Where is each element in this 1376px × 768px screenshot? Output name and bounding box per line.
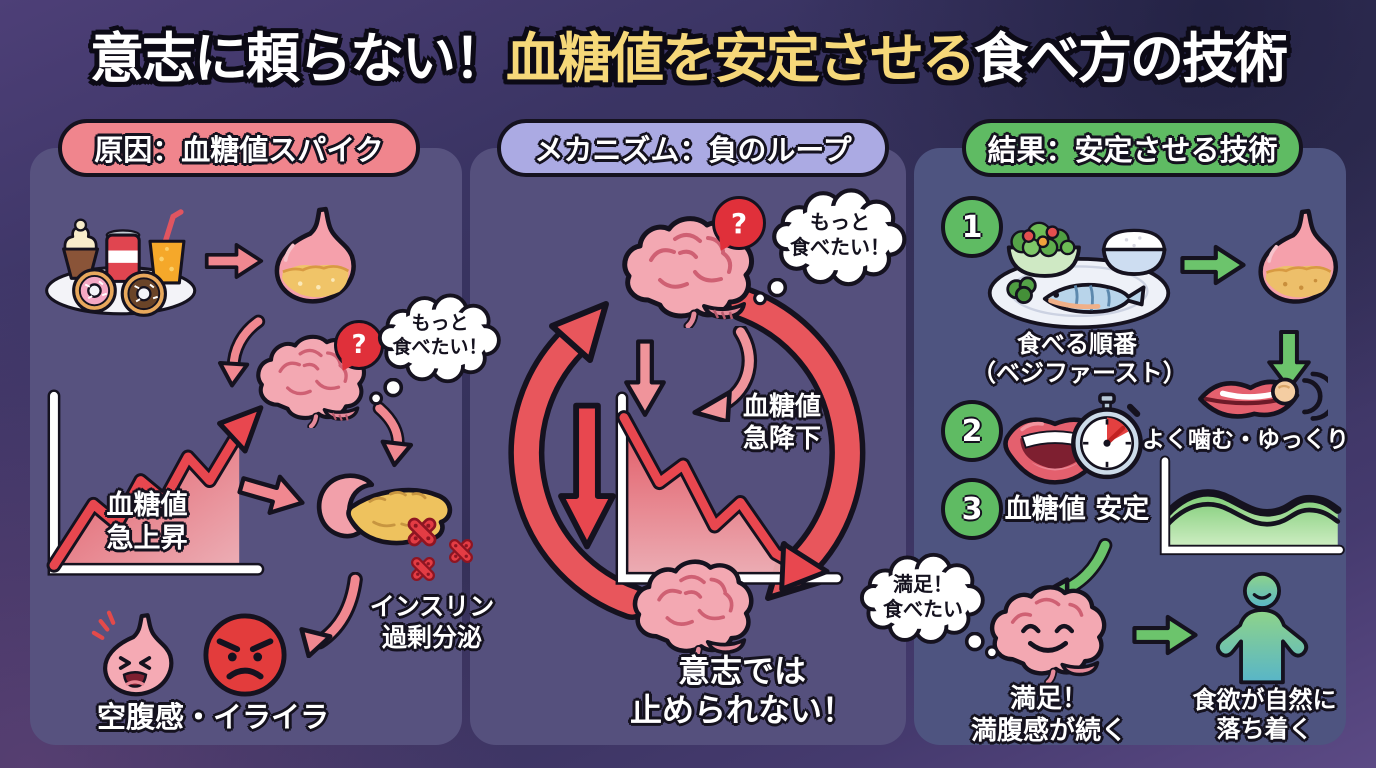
- step-number: 2: [961, 413, 983, 449]
- arrow-brain-to-person-icon: [1130, 610, 1200, 660]
- thought-bubble-result: [858, 550, 988, 648]
- thought-bubble-cause: [376, 292, 504, 386]
- mechanism-header-pill: メカニズム：負のループ: [497, 119, 889, 177]
- mechanism-header-label: メカニズム：負のループ: [534, 133, 852, 167]
- step-number: 1: [961, 209, 983, 245]
- page-title: 意志に頼らない！血糖値を安定させる食べ方の技術: [0, 14, 1376, 93]
- thought-trail-dots: [964, 632, 1000, 660]
- arrow-chart-to-pancreas-icon: [230, 459, 314, 529]
- thought-bubble-result-text: 満足！ 食べたい: [883, 572, 963, 621]
- calm-label: 食欲が自然に 落ち着く: [1192, 686, 1337, 744]
- thought-bubble-mechanism: [770, 186, 910, 290]
- step1-label: 食べる順番 （ベジファースト）: [972, 330, 1187, 388]
- stopwatch-icon: [1068, 392, 1146, 482]
- mechanism-conclusion-label: 意志では 止められない！: [629, 652, 854, 730]
- title-pre: 意志に頼らない！: [90, 27, 508, 90]
- step2-label: よく噛む・ゆっくり: [1142, 427, 1349, 453]
- arrow-hook-down-icon: [680, 326, 768, 422]
- hunger-label: 空腹感・イライラ: [96, 700, 329, 734]
- hungry-stomach-icon: [88, 606, 182, 710]
- falling-blood-sugar-chart: [598, 388, 854, 600]
- sweets-plate-icon: [42, 200, 204, 318]
- thought-bubble-mechanism-text: もっと 食べたい！: [790, 210, 890, 259]
- arrow-food-to-stomach-icon: [203, 238, 265, 284]
- insulin-label: インスリン 過剰分泌: [369, 592, 495, 652]
- arrow-plate-to-stomach-icon: [1178, 240, 1248, 290]
- chewing-mouth-icon: [1188, 360, 1328, 438]
- person-icon: [1208, 570, 1316, 688]
- healthy-plate-icon: [984, 198, 1174, 333]
- arrow-stomach-to-brain-icon: [212, 312, 268, 390]
- insulin-x-icon: [404, 514, 440, 550]
- angry-face-icon: [202, 612, 288, 698]
- question-badge: ?: [712, 196, 766, 250]
- step-badge-3: 3: [941, 478, 1003, 540]
- result-header-label: 結果：安定させる技術: [987, 133, 1278, 167]
- happy-brain-icon: [986, 578, 1110, 684]
- question-mark: ?: [730, 206, 748, 240]
- insulin-x-icon: [408, 554, 438, 584]
- arrow-brain-to-pancreas-icon: [366, 402, 416, 468]
- rise-chart-label: 血糖値 急上昇: [106, 490, 188, 554]
- stomach-icon: [1246, 206, 1344, 316]
- stomach-icon: [262, 204, 362, 316]
- thought-trail-dots: [752, 278, 788, 306]
- insulin-x-icon: [446, 536, 476, 566]
- big-down-arrow-icon: [556, 388, 618, 564]
- arrow-brain-to-chart-icon: [622, 336, 668, 422]
- rising-blood-sugar-chart: [36, 386, 268, 588]
- thought-trail-dots: [368, 378, 404, 406]
- step-badge-2: 2: [941, 400, 1003, 462]
- question-mark: ?: [351, 330, 367, 360]
- brain-icon: [618, 208, 758, 328]
- satisfied-label: 満足！ 満腹感が続く: [970, 684, 1127, 746]
- result-header-pill: 結果：安定させる技術: [962, 119, 1303, 177]
- cause-header-label: 原因：血糖値スパイク: [94, 133, 384, 167]
- title-highlight: 血糖値を安定させる: [506, 27, 976, 90]
- step-number: 3: [961, 491, 983, 527]
- fall-chart-label: 血糖値 急降下: [742, 392, 821, 454]
- arrow-stomach-to-mouth-icon: [1264, 328, 1314, 394]
- stable-blood-sugar-chart: [1150, 455, 1348, 567]
- cause-header-pill: 原因：血糖値スパイク: [58, 119, 420, 177]
- title-post: 食べ方の技術: [974, 27, 1288, 90]
- thought-bubble-cause-text: もっと 食べたい！: [392, 312, 488, 358]
- stressed-brain-icon: [628, 552, 758, 662]
- step3-label: 血糖値 安定: [1004, 494, 1150, 525]
- arrow-insulin-to-hunger-icon: [298, 572, 366, 658]
- step-badge-1: 1: [941, 196, 1003, 258]
